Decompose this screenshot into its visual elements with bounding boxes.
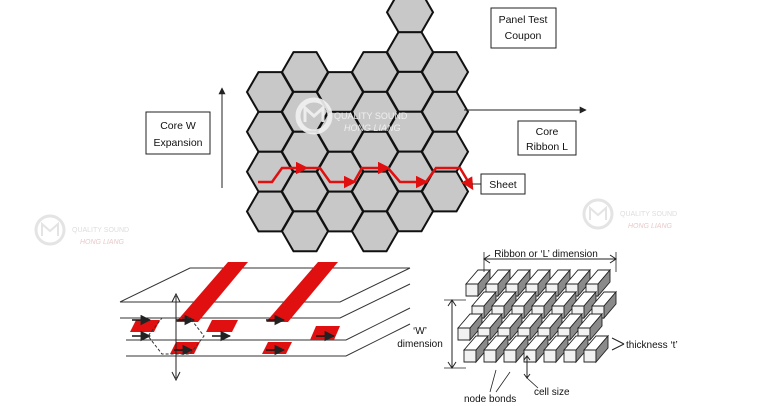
svg-text:HONG LIANG: HONG LIANG [628,223,673,230]
block-cell-face [465,283,479,297]
node-bonds-label: node bonds [464,394,516,405]
sheet-path [258,161,474,191]
ribbon-dimension-label: Ribbon or ‘L’ dimension [494,249,598,260]
block-cell-face [563,349,577,363]
w-dimension-label-line1: ‘W’ [413,326,427,337]
core-w-label-line2: Expansion [153,137,202,149]
block-cell-face [483,349,497,363]
block-cell-face [595,334,609,364]
w-dimension-label-line2: dimension [397,339,443,350]
watermark-logo-center: QUALITY SOUND HONG LIANG [295,97,408,135]
block-cell-face [603,290,617,320]
svg-text:QUALITY SOUND: QUALITY SOUND [620,211,677,218]
hex-cell [420,130,470,173]
panel-test-label-line2: Coupon [505,30,542,42]
block-cell-face [523,349,537,363]
block-cell-face [463,349,477,363]
core-ribbon-label-line1: Core [536,126,559,138]
block-cell-face [543,349,557,363]
panel-test-coupon-box [490,7,557,49]
honeycomb-block-diagram [457,268,617,364]
hex-cell [420,51,470,93]
svg-text:QUALITY SOUND: QUALITY SOUND [72,227,129,234]
block-dimension-lines [444,252,625,393]
thickness-label: thickness ‘t’ [626,340,678,351]
sheet-label: Sheet [489,179,517,191]
watermark-logo-right: QUALITY SOUND HONG LIANG [582,198,677,230]
svg-text:QUALITY SOUND: QUALITY SOUND [334,111,408,121]
layered-sheets-diagram [119,262,411,382]
honeycomb-panel [245,0,470,253]
block-cell-face [583,349,597,363]
core-w-label-line1: Core W [160,120,196,132]
core-ribbon-label-line2: Ribbon L [526,141,568,153]
hex-cell [420,170,470,213]
block-cell-face [503,349,517,363]
block-cell-face [457,327,471,341]
block-cell-face [597,268,611,298]
svg-text:HONG LIANG: HONG LIANG [344,123,401,133]
cell-size-label: cell size [534,387,570,398]
hex-cell [385,0,435,34]
watermark-logo-left: QUALITY SOUND HONG LIANG [34,214,129,246]
core-w-expansion-box [145,111,211,155]
block-cell-face [589,312,603,342]
svg-text:HONG LIANG: HONG LIANG [80,239,125,246]
core-ribbon-l-box [517,120,577,156]
panel-test-label-line1: Panel Test [499,14,548,26]
